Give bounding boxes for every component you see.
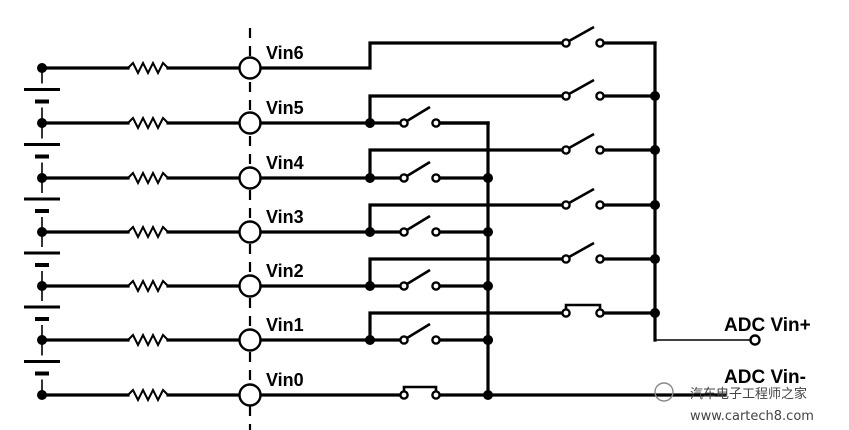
vin1-battery-node: [37, 335, 47, 345]
vin1-label: Vin1: [266, 315, 304, 335]
vin0-input-node: [238, 383, 262, 407]
vin4-battery-node: [37, 173, 47, 183]
vin4-plus-switch-blade: [568, 132, 595, 150]
vin1-minus-node: [483, 335, 493, 345]
vin2-plus-route: [368, 257, 564, 288]
vin5-label: Vin5: [266, 98, 304, 118]
vin2-input-node: [238, 274, 262, 298]
vin4-minus-switch-blade: [406, 160, 431, 178]
vin2-plus-switch-blade: [568, 241, 595, 259]
battery-gap: [34, 83, 50, 108]
battery-gap: [34, 193, 50, 217]
vin6-plus-switch-contact-a: [561, 38, 571, 48]
vin3-resistor: [127, 224, 169, 240]
vin2-plus-node: [650, 254, 660, 264]
watermark: 汽车电子工程师之家 www.cartech8.com: [654, 382, 814, 424]
battery-gap: [34, 355, 50, 380]
vin4-input-node: [238, 166, 262, 190]
vin3-plus-node: [650, 200, 660, 210]
vin6-input-node: [238, 56, 262, 80]
vin5-minus-switch-contact-a: [399, 118, 409, 128]
adc-minus-label: ADC Vin-: [724, 367, 806, 388]
vin5-battery-node: [37, 118, 47, 128]
vin1-plus-switch-contact-a: [561, 308, 571, 318]
vin4-plus-route: [368, 148, 564, 180]
vin3-plus-switch-blade: [568, 187, 595, 205]
wiring: [248, 28, 761, 430]
vin4-minus-node: [483, 173, 493, 183]
vin4-minus-switch-contact-a: [399, 173, 409, 183]
vin1-plus-node: [650, 308, 660, 318]
vin2-resistor: [127, 278, 169, 294]
vin0-resistor: [127, 387, 169, 403]
vin6-battery-node: [37, 63, 47, 73]
vin3-input-node: [238, 220, 262, 244]
vin3-battery-node: [37, 227, 47, 237]
vin1-resistor: [127, 332, 169, 348]
vin6-plus-switch-blade: [568, 25, 595, 43]
vin3-plus-switch-contact-a: [561, 200, 571, 210]
battery-gap: [34, 247, 50, 271]
vin0-minus-switch-blade: [402, 385, 438, 391]
vin3-label: Vin3: [266, 207, 304, 227]
vin1-minus-switch-contact-a: [399, 335, 409, 345]
vin5-resistor: [127, 115, 169, 131]
vin3-minus-switch-contact-a: [399, 227, 409, 237]
adc-plus-terminal: [749, 334, 761, 346]
vin0-label: Vin0: [266, 370, 304, 390]
vin6-resistor: [127, 60, 169, 76]
vin5-plus-route: [368, 94, 564, 125]
vin2-minus-switch-contact-a: [399, 281, 409, 291]
vin1-plus-route: [368, 311, 564, 342]
adc-plus-label: ADC Vin+: [724, 315, 811, 336]
vin2-label: Vin2: [266, 261, 304, 281]
vin3-plus-route: [368, 203, 564, 234]
vin5-minus-switch-blade: [406, 105, 431, 123]
vin2-minus-node: [483, 281, 493, 291]
vin3-minus-switch-blade: [406, 214, 431, 232]
vin4-plus-switch-contact-a: [561, 145, 571, 155]
battery-gap: [34, 301, 50, 325]
vin0-bus-node: [483, 390, 493, 400]
vin4-resistor: [127, 170, 169, 186]
vin5-plus-node: [650, 91, 660, 101]
vin1-plus-switch-blade: [564, 303, 602, 309]
vin4-plus-node: [650, 145, 660, 155]
vin3-minus-node: [483, 227, 493, 237]
vin1-minus-switch-blade: [406, 322, 431, 340]
battery-gap: [34, 138, 50, 163]
vin1-input-node: [238, 328, 262, 352]
vin0-minus-switch-contact-a: [399, 390, 409, 400]
vin6-label: Vin6: [266, 43, 304, 63]
vin6-route: [259, 41, 564, 70]
vin2-battery-node: [37, 281, 47, 291]
watermark-brand: 汽车电子工程师之家: [690, 386, 807, 402]
vin5-plus-switch-contact-a: [561, 91, 571, 101]
wechat-icon: [654, 382, 674, 402]
vin2-plus-switch-contact-a: [561, 254, 571, 264]
vin5-input-node: [238, 111, 262, 135]
vin5-plus-switch-blade: [568, 78, 595, 96]
vin4-label: Vin4: [266, 153, 304, 173]
vin0-battery-node: [37, 390, 47, 400]
watermark-url: www.cartech8.com: [690, 409, 814, 424]
vin2-minus-switch-blade: [406, 268, 431, 286]
